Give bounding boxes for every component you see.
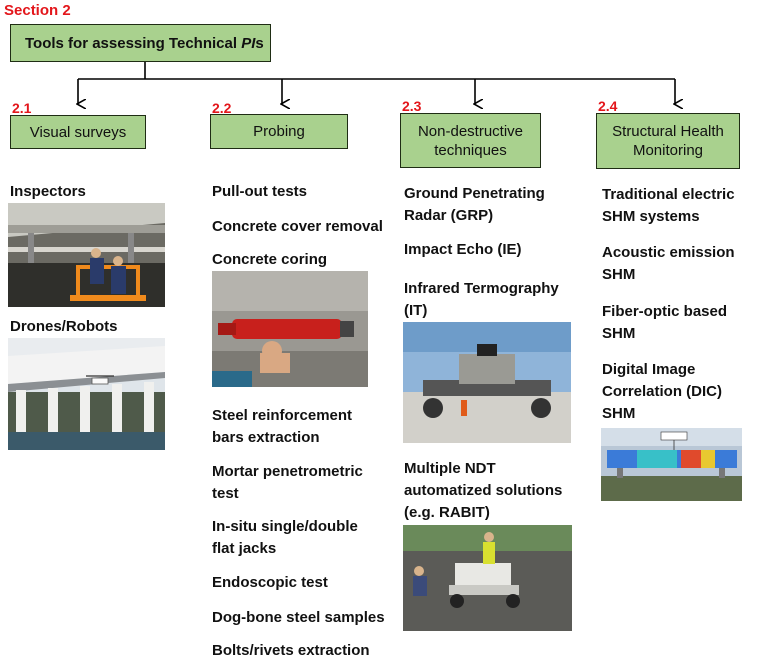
item-flat-jacks: In-situ single/double flat jacks bbox=[212, 518, 358, 557]
box-probing-label: Probing bbox=[253, 123, 305, 140]
item-drones-robots: Drones/Robots bbox=[10, 318, 118, 335]
box-probing: Probing bbox=[210, 114, 348, 149]
box-visual-surveys: Visual surveys bbox=[10, 115, 146, 149]
item-infrared-termography: Infrared Termography (IT) bbox=[404, 280, 559, 319]
item-dog-bone-steel: Dog-bone steel samples bbox=[212, 609, 385, 626]
rabit-photo bbox=[403, 525, 572, 631]
item-fiber-optic-shm: Fiber-optic based SHM bbox=[602, 303, 728, 342]
root-title-text: Tools for assessing Technical bbox=[25, 34, 242, 52]
item-endoscopic-test: Endoscopic test bbox=[212, 574, 328, 591]
section-label: Section 2 bbox=[4, 2, 71, 19]
root-title: Tools for assessing Technical PIs bbox=[25, 34, 264, 53]
item-concrete-coring: Concrete coring bbox=[212, 251, 328, 268]
item-concrete-cover-removal: Concrete cover removal bbox=[212, 218, 383, 235]
item-bolts-rivets: Bolts/rivets extraction bbox=[212, 642, 370, 659]
box-non-destructive-label: Non-destructive techniques bbox=[417, 122, 524, 159]
item-dic-shm: Digital Image Correlation (DIC) SHM bbox=[602, 361, 722, 422]
root-title-suffix: s bbox=[255, 34, 264, 52]
item-acoustic-emission-shm: Acoustic emission SHM bbox=[602, 244, 735, 283]
root-title-pi: PI bbox=[241, 34, 256, 52]
drones-photo bbox=[8, 338, 165, 450]
box-shm-label: Structural Health Monitoring bbox=[612, 123, 724, 159]
item-gpr: Ground Penetrating Radar (GRP) bbox=[404, 185, 545, 224]
box-non-destructive: Non-destructive techniques bbox=[400, 113, 541, 168]
col-num-2-1: 2.1 bbox=[12, 100, 32, 116]
col-num-2-2: 2.2 bbox=[212, 100, 232, 116]
item-steel-reinforcement: Steel reinforcement bars extraction bbox=[212, 407, 353, 446]
col-num-2-4: 2.4 bbox=[598, 98, 618, 114]
root-box: Tools for assessing Technical PIs bbox=[10, 24, 271, 62]
item-mortar-penetrometric: Mortar penetrometric test bbox=[212, 463, 363, 502]
col-num-2-3: 2.3 bbox=[402, 98, 422, 114]
item-traditional-electric-shm: Traditional electric SHM systems bbox=[602, 186, 735, 225]
inspectors-photo bbox=[8, 203, 165, 307]
dic-photo bbox=[601, 428, 742, 501]
box-shm: Structural Health Monitoring bbox=[596, 113, 740, 169]
item-impact-echo: Impact Echo (IE) bbox=[404, 241, 522, 258]
infrared-photo bbox=[403, 322, 571, 443]
concrete-coring-photo bbox=[212, 271, 368, 387]
box-visual-surveys-label: Visual surveys bbox=[29, 123, 127, 141]
item-multiple-ndt: Multiple NDT automatized solutions (e.g.… bbox=[404, 460, 563, 521]
item-pull-out-tests: Pull-out tests bbox=[212, 183, 308, 200]
item-inspectors: Inspectors bbox=[10, 183, 86, 200]
